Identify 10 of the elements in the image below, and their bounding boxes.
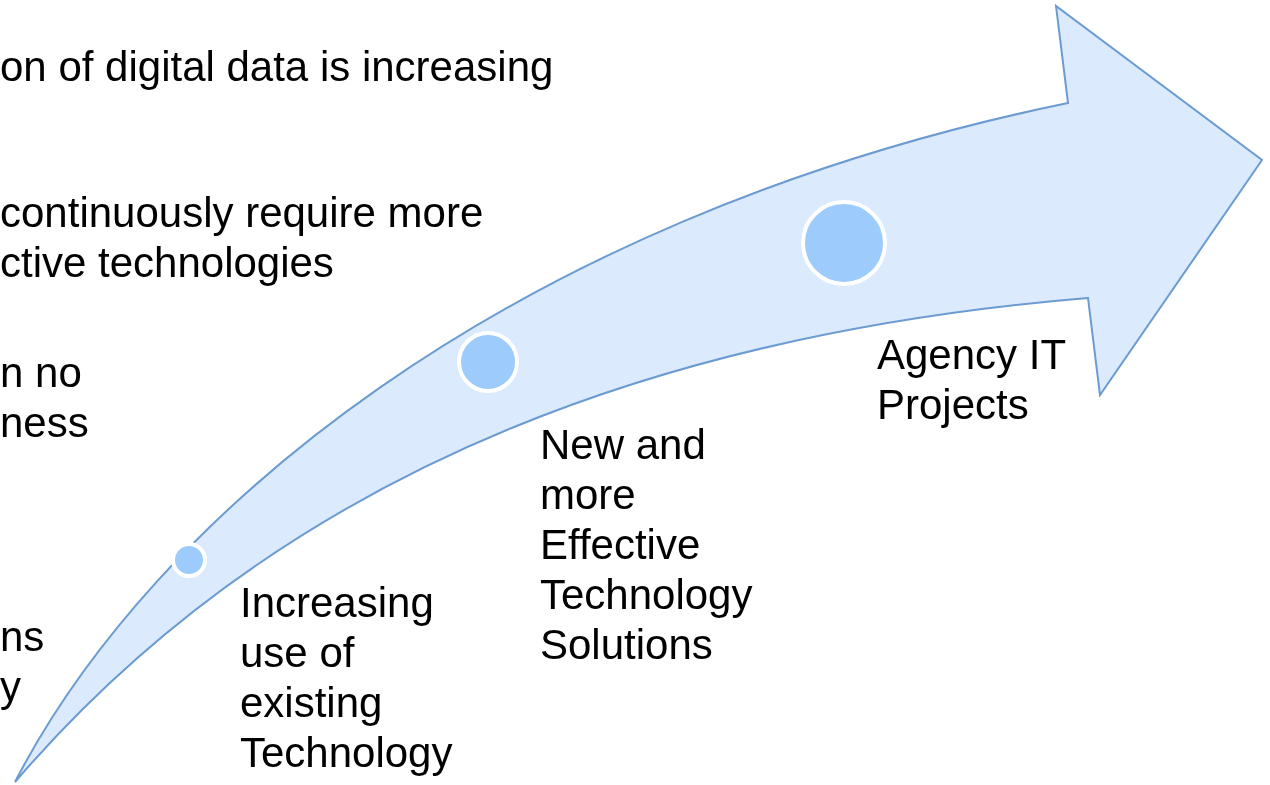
milestone-label: Agency IT Projects bbox=[877, 330, 1067, 430]
milestone-label: Increasing use of existing Technology bbox=[240, 578, 454, 778]
bullet-text: ns y bbox=[0, 612, 46, 712]
bullet-text: on of digital data is increasing bbox=[0, 42, 555, 92]
circle-marker bbox=[799, 198, 889, 288]
bullet-text: n no ness bbox=[0, 348, 90, 448]
bullet-text: continuously require more ctive technologies bbox=[0, 188, 485, 288]
circle-marker bbox=[169, 540, 209, 580]
milestone-label: New and more Effective Technology Solutions bbox=[540, 420, 754, 670]
circle-marker bbox=[455, 329, 521, 395]
